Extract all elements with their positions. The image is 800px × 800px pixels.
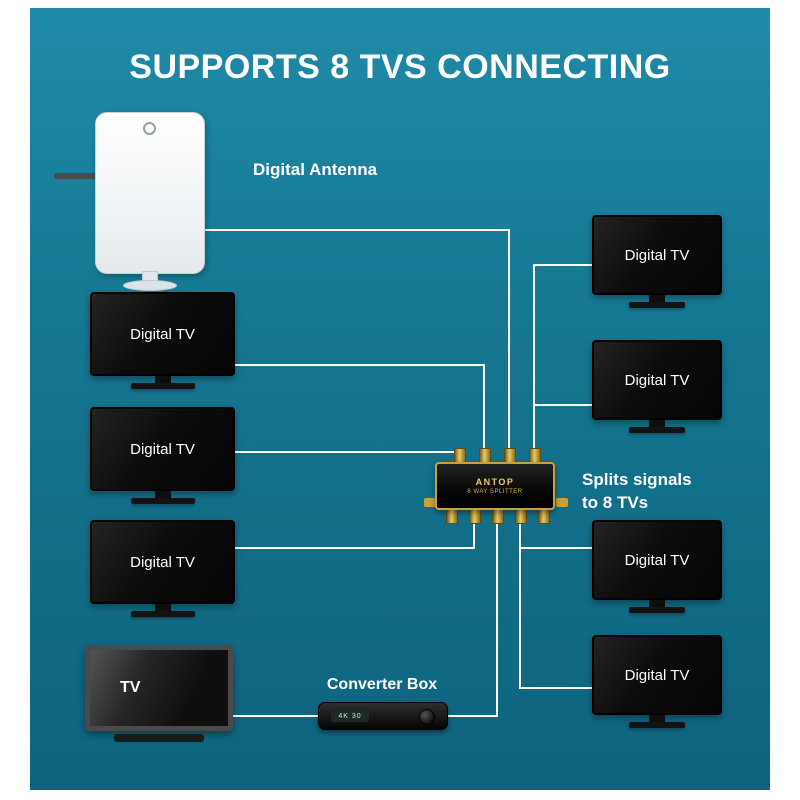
tv-label: Digital TV: [624, 666, 690, 684]
left-tv-1: Digital TV: [90, 292, 235, 389]
tv-stand-neck: [154, 376, 171, 383]
tv-stand-base: [629, 607, 685, 613]
page-title: SUPPORTS 8 TVS CONNECTING: [129, 48, 671, 86]
wire-left-tv2-to-splitter: [235, 451, 460, 458]
tv-stand-base: [629, 722, 685, 728]
tv-label: Digital TV: [130, 553, 195, 571]
wire-right-tv4-to-splitter: [519, 512, 592, 689]
tv-screen: Digital TV: [592, 340, 722, 420]
wire-left-tv3-to-splitter: [235, 512, 475, 549]
splitter-caption-line2: to 8 TVs: [582, 493, 649, 512]
converter-box-label: Converter Box: [326, 676, 438, 693]
antenna-stand-base: [123, 280, 177, 291]
tv-label: Digital TV: [130, 440, 195, 458]
tv-stand-neck: [649, 715, 665, 722]
tv-stand-base: [629, 302, 685, 308]
tv-screen: Digital TV: [90, 407, 235, 491]
right-tv-2: Digital TV: [592, 340, 722, 433]
tv-stand-base: [114, 734, 204, 742]
tv-label: Digital TV: [624, 371, 690, 389]
antenna-logo-icon: [143, 122, 156, 135]
converter-box-device: 4K 30: [318, 702, 448, 730]
right-tv-1: Digital TV: [592, 215, 722, 308]
converter-display: 4K 30: [331, 711, 369, 722]
tv-label: Digital TV: [130, 325, 195, 343]
wire-converter-to-splitter: [446, 512, 498, 717]
splitter-brand-label: ANTOP: [475, 477, 515, 487]
tv-label: Digital TV: [624, 551, 690, 569]
tv-stand-base: [629, 427, 685, 433]
splitter-model-label: 8 WAY SPLITTER: [467, 489, 523, 495]
splitter-device: ANTOP 8 WAY SPLITTER: [435, 462, 555, 510]
bottom-left-tv: TV: [85, 645, 233, 742]
tv-screen: Digital TV: [592, 215, 722, 295]
splitter-mount-tab-right: [556, 498, 568, 507]
digital-antenna: [95, 112, 205, 274]
splitter-caption-line1: Splits signals: [582, 470, 692, 489]
tv-stand-neck: [154, 491, 171, 498]
tv-stand-neck: [649, 295, 665, 302]
tv-stand-neck: [649, 420, 665, 427]
tv-stand-neck: [154, 604, 171, 611]
tv-screen: Digital TV: [90, 520, 235, 604]
antenna-mount-pole: [54, 173, 98, 179]
converter-knob: [419, 709, 435, 725]
tv-screen: Digital TV: [90, 292, 235, 376]
wire-antenna-to-splitter: [203, 229, 510, 458]
tv-screen: Digital TV: [592, 520, 722, 600]
left-tv-3: Digital TV: [90, 520, 235, 617]
tv-screen: Digital TV: [592, 635, 722, 715]
tv-stand-base: [130, 498, 195, 504]
tv-stand-neck: [649, 600, 665, 607]
tv-stand-base: [130, 383, 195, 389]
antenna-label: Digital Antenna: [253, 160, 378, 179]
left-tv-2: Digital TV: [90, 407, 235, 504]
wire-right-tv1-to-splitter: [533, 264, 592, 458]
tv-label: Digital TV: [624, 246, 690, 264]
right-tv-4: Digital TV: [592, 635, 722, 728]
tv-label: TV: [120, 679, 141, 696]
splitter-mount-tab-left: [424, 498, 436, 507]
tv-screen: TV: [85, 645, 233, 731]
tv-stand-base: [130, 611, 195, 617]
wire-left-tv1-to-splitter: [235, 364, 485, 458]
splitter-caption: Splits signals to 8 TVs: [582, 468, 692, 514]
right-tv-3: Digital TV: [592, 520, 722, 613]
